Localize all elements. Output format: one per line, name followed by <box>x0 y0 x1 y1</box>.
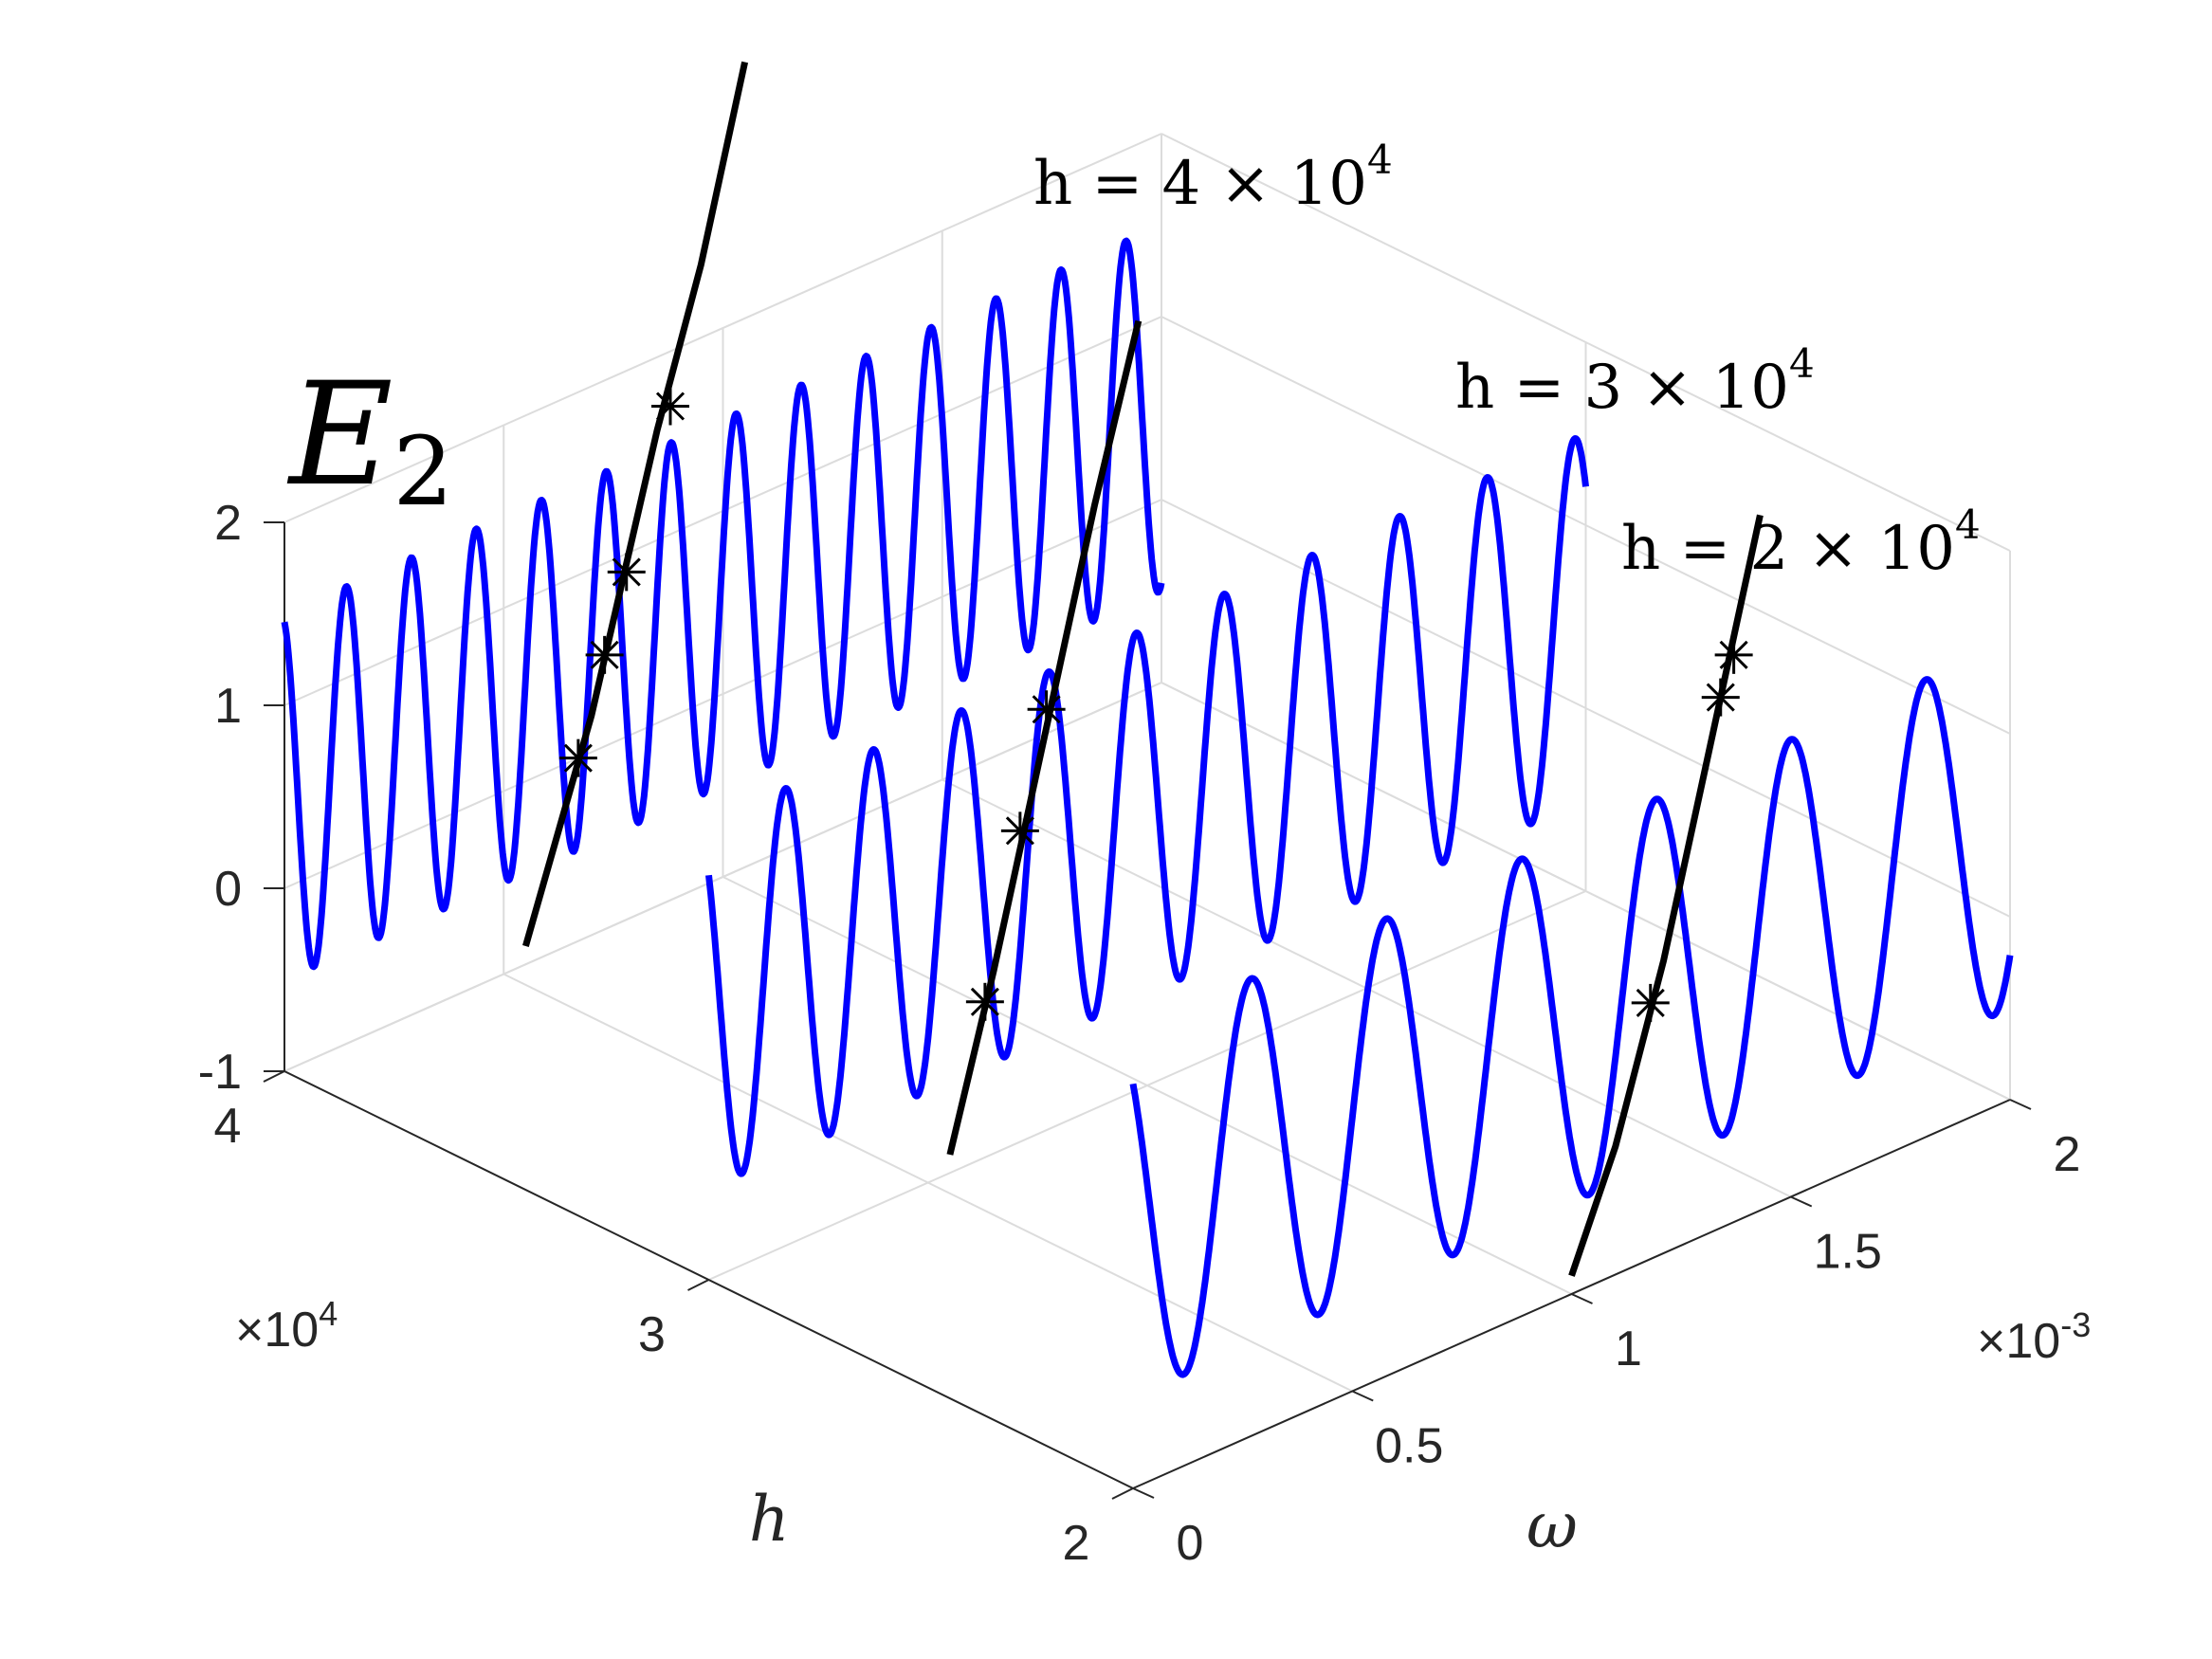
series-curve-1 <box>705 435 1589 1177</box>
series-curves <box>281 237 2014 1378</box>
z-tick-label: 0 <box>214 862 242 917</box>
star-marker <box>965 982 1004 1021</box>
x-tick-mark <box>1351 1390 1374 1402</box>
x-tick-mark <box>1571 1293 1593 1304</box>
grid-line <box>283 682 1162 1072</box>
star-marker <box>1714 635 1753 674</box>
locus-label-h3: h = 3 × 104 <box>1455 340 1815 423</box>
grid-line <box>1161 499 2011 918</box>
locus-label-h4: h = 4 × 104 <box>1033 137 1393 219</box>
y-exponent-label: ×104 <box>235 1294 338 1358</box>
x-tick-mark <box>1132 1487 1155 1499</box>
x-tick-mark <box>2009 1099 2032 1110</box>
star-marker <box>558 738 597 777</box>
x-tick-label: 1.5 <box>1814 1225 1882 1280</box>
star-marker <box>607 553 646 592</box>
locus-curves <box>522 61 1764 1277</box>
tick-labels: 0 0.5 1 1.5 2 2 3 4-1 0 1 2 <box>198 496 2081 1571</box>
y-tick-label: 2 <box>1063 1516 1090 1571</box>
y-tick-label: 4 <box>214 1099 242 1154</box>
x-axis-label: ω <box>1526 1489 1578 1562</box>
star-marker <box>1631 983 1670 1022</box>
locus-label-h2: h = 2 × 104 <box>1621 501 1981 584</box>
series-curve-0 <box>1129 676 2014 1378</box>
z-tick-label: 2 <box>214 496 242 551</box>
x-tick-label: 2 <box>2054 1127 2081 1182</box>
star-marker <box>1701 678 1740 717</box>
y-axis-label: h <box>749 1483 790 1556</box>
y-tick-label: 3 <box>638 1307 666 1362</box>
series-curve-2 <box>281 237 1165 971</box>
x-exponent-label: ×10-3 <box>1977 1305 2091 1369</box>
y-tick-mark <box>1111 1487 1134 1500</box>
locus-curve-0 <box>1568 514 1764 1277</box>
x-tick-label: 0 <box>1177 1516 1204 1571</box>
x-tick-label: 1 <box>1615 1322 1642 1376</box>
x-tick-label: 0.5 <box>1375 1419 1443 1474</box>
grid-line <box>1161 316 2011 735</box>
chart-title: E2 <box>286 353 453 527</box>
grid-line <box>708 890 1586 1281</box>
star-marker <box>651 387 689 426</box>
grid-line <box>1161 133 2011 552</box>
star-marker <box>1027 690 1066 729</box>
y-tick-mark <box>687 1279 709 1291</box>
locus-curve-2 <box>522 61 749 947</box>
z-tick-label: 1 <box>214 679 242 734</box>
axis-lines <box>263 521 2032 1500</box>
grid-lines <box>283 133 2011 1489</box>
star-marker <box>1000 811 1039 850</box>
locus-curve-1 <box>946 319 1143 1156</box>
star-marker <box>585 635 624 674</box>
x-tick-mark <box>1790 1195 1813 1208</box>
z-tick-label: -1 <box>198 1045 242 1100</box>
y-tick-mark <box>263 1070 285 1083</box>
grid-line <box>283 133 1162 523</box>
